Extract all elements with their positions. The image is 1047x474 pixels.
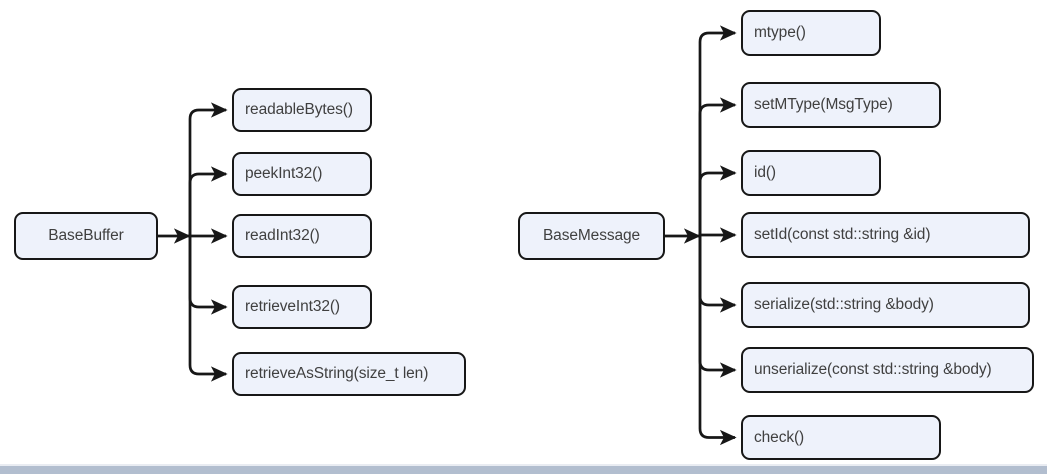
node-label: readInt32()	[245, 227, 320, 245]
node-label: check()	[754, 428, 805, 446]
horizontal-scrollbar[interactable]	[0, 466, 1047, 474]
method-node-peekint32[interactable]: peekInt32()	[232, 152, 372, 196]
method-node-serialize[interactable]: serialize(std::string &body)	[741, 282, 1030, 328]
node-label: BaseMessage	[542, 227, 641, 245]
node-label: setMType(MsgType)	[754, 96, 893, 114]
connector-retrieveint32	[188, 236, 228, 315]
node-label: peekInt32()	[245, 165, 323, 183]
method-node-id[interactable]: id()	[741, 150, 881, 196]
method-node-readablebytes[interactable]: readableBytes()	[232, 88, 372, 132]
node-label: retrieveAsString(size_t len)	[245, 365, 429, 383]
connector-retrieveasstring	[188, 236, 228, 382]
node-label: setId(const std::string &id)	[754, 226, 931, 244]
method-node-retrieveasstring[interactable]: retrieveAsString(size_t len)	[232, 352, 466, 396]
method-node-retrieveint32[interactable]: retrieveInt32()	[232, 285, 372, 329]
class-node-basemessage[interactable]: BaseMessage	[518, 212, 665, 260]
method-node-unserialize[interactable]: unserialize(const std::string &body)	[741, 347, 1034, 393]
connector-readablebytes	[188, 102, 228, 236]
node-label: id()	[754, 164, 776, 182]
method-node-setid[interactable]: setId(const std::string &id)	[741, 212, 1030, 258]
method-node-setmtype[interactable]: setMType(MsgType)	[741, 82, 941, 128]
method-node-readint32[interactable]: readInt32()	[232, 214, 372, 258]
connector-mtype	[698, 25, 737, 236]
node-label: retrieveInt32()	[245, 298, 340, 316]
connector-peekint32	[188, 166, 228, 236]
node-label: serialize(std::string &body)	[754, 296, 934, 314]
scrollbar-track-highlight	[0, 464, 1047, 466]
connector-unserialize	[698, 236, 737, 378]
connector-check	[698, 236, 737, 446]
class-node-basebuffer[interactable]: BaseBuffer	[14, 212, 158, 260]
node-label: mtype()	[754, 24, 806, 42]
node-label: BaseBuffer	[48, 227, 124, 245]
connector-setmtype	[698, 97, 737, 236]
method-node-mtype[interactable]: mtype()	[741, 10, 881, 56]
node-label: unserialize(const std::string &body)	[754, 361, 992, 379]
connector-serialize	[698, 236, 737, 313]
method-node-check[interactable]: check()	[741, 415, 941, 460]
connector-id	[698, 165, 737, 236]
node-label: readableBytes()	[245, 101, 353, 119]
